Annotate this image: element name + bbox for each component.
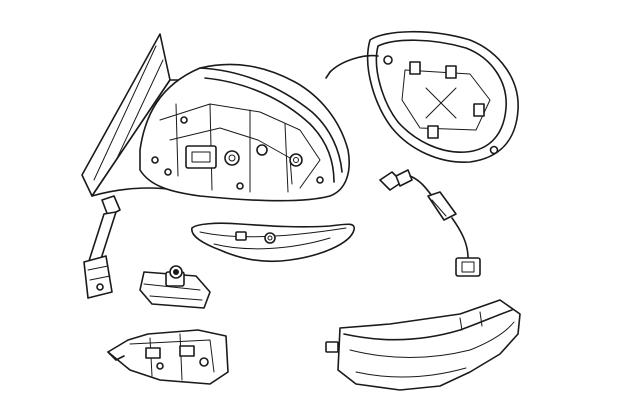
turn-signal-lamp — [191, 222, 355, 263]
signal-lamp-housing — [325, 299, 521, 391]
mirror-assembly — [81, 33, 350, 299]
mirror-glass — [325, 30, 519, 163]
base-cover — [107, 329, 229, 385]
mounting-bolt — [139, 265, 211, 309]
wire-harness — [379, 169, 481, 277]
